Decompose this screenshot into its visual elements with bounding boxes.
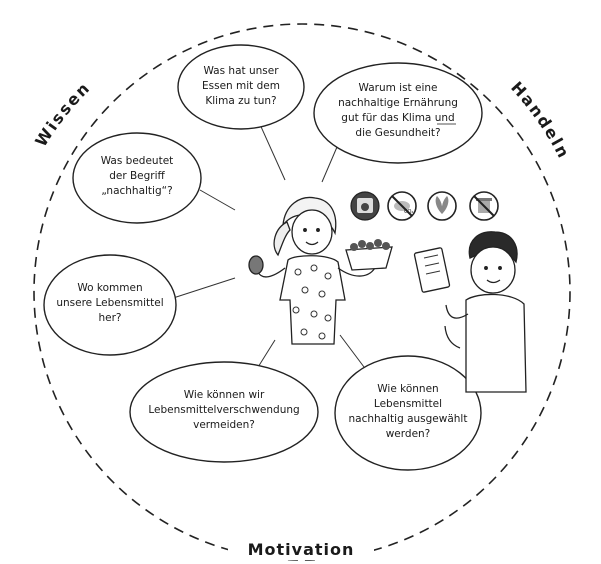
- bubble-essen-klima: Was hat unser Essen mit dem Klima zu tun…: [177, 44, 305, 130]
- svg-text:nachhaltige Ernährung: nachhaltige Ernährung: [338, 97, 458, 109]
- svg-text:Lebensmittel: Lebensmittel: [374, 398, 442, 410]
- svg-text:Lebensmittelverschwendung: Lebensmittelverschwendung: [148, 404, 299, 416]
- svg-text:unsere Lebensmittel: unsere Lebensmittel: [56, 297, 163, 309]
- ring-label-handeln: Handeln: [507, 78, 574, 163]
- ring-label-wissen: Wissen: [31, 78, 94, 150]
- co2-crossed-icon: CO₂: [387, 191, 417, 221]
- bubble-verschwendung: Wie können wir Lebensmittelverschwendung…: [129, 361, 319, 463]
- svg-text:gut für das Klima und: gut für das Klima und: [341, 112, 454, 124]
- bubble-auswahl: Wie können Lebensmittel nachhaltig ausge…: [334, 355, 482, 471]
- bubble-begriff-nachhaltig: Was bedeutet der Begriff „nachhaltig“?: [72, 132, 202, 224]
- bubble-warum-nachhaltig: Warum ist eine nachhaltige Ernährung gut…: [313, 62, 483, 164]
- icon-row: CO₂: [350, 191, 499, 221]
- svg-text:nachhaltig ausgewählt: nachhaltig ausgewählt: [349, 413, 468, 425]
- plant-leaf-icon: [427, 191, 457, 221]
- no-waste-icon: [469, 191, 499, 221]
- bubble-herkunft: Wo kommen unsere Lebensmittel her?: [43, 254, 177, 356]
- regional-seasonal-icon: [350, 191, 380, 221]
- outer-dashed-ring: [33, 23, 571, 561]
- svg-text:Wie können: Wie können: [377, 383, 438, 395]
- svg-text:der Begriff: der Begriff: [109, 170, 165, 182]
- connector-lines: [166, 119, 371, 381]
- svg-text:Wo kommen: Wo kommen: [77, 282, 142, 294]
- girl-illustration: [248, 196, 393, 345]
- svg-text:die Gesundheit?: die Gesundheit?: [355, 127, 440, 139]
- svg-text:Wie können wir: Wie können wir: [184, 389, 265, 401]
- svg-text:Warum ist eine: Warum ist eine: [358, 82, 437, 94]
- boy-illustration: [413, 231, 527, 393]
- svg-text:Was hat unser: Was hat unser: [203, 65, 279, 77]
- svg-text:her?: her?: [98, 312, 121, 324]
- ring-label-motivation: Motivation: [248, 540, 355, 559]
- svg-text:Klima zu tun?: Klima zu tun?: [205, 95, 276, 107]
- svg-text:vermeiden?: vermeiden?: [193, 419, 255, 431]
- svg-text:Was bedeutet: Was bedeutet: [101, 155, 174, 167]
- svg-text:Essen mit dem: Essen mit dem: [202, 80, 280, 92]
- svg-text:„nachhaltig“?: „nachhaltig“?: [101, 185, 172, 197]
- svg-text:werden?: werden?: [386, 428, 431, 440]
